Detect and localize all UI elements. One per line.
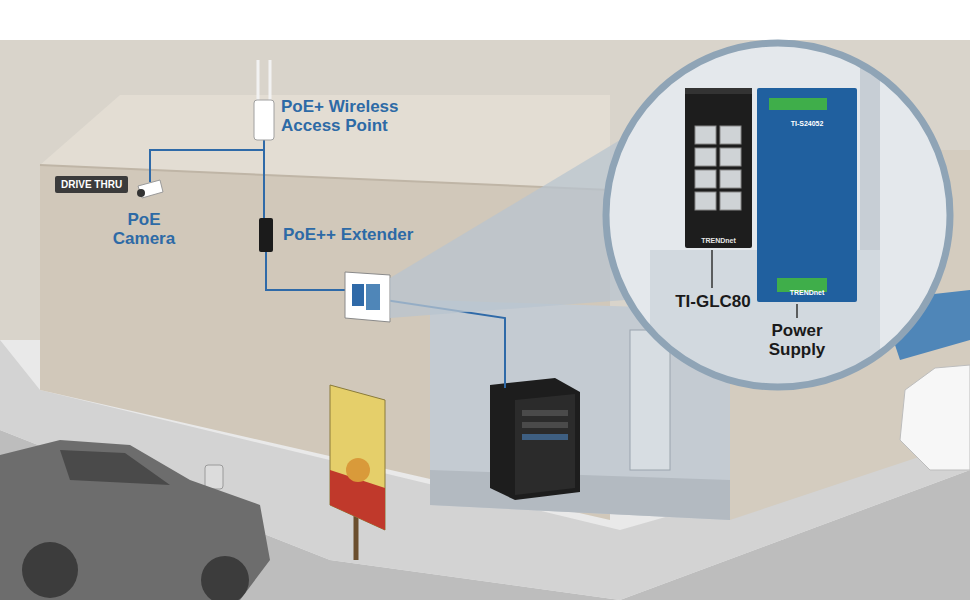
power-supply-device: TI-S24052TRENDnet (757, 88, 857, 302)
car-wheel (22, 542, 78, 598)
device-label: PoE Camera (104, 210, 184, 248)
leader-line (796, 304, 798, 318)
ethernet-port (695, 170, 716, 188)
switch-ports (685, 88, 752, 248)
switch-top (685, 88, 752, 94)
part-label: TI-GLC80 (668, 292, 758, 311)
node-text: DRIVE THRU (61, 179, 122, 190)
server-rack (490, 378, 580, 500)
node-text: TI-S24052 (791, 120, 824, 127)
mini-switch (352, 284, 364, 306)
zoom-wall (600, 40, 960, 400)
access-point-icon (254, 100, 274, 140)
ethernet-port (720, 170, 741, 188)
ethernet-port (720, 192, 741, 210)
ethernet-port (720, 148, 741, 166)
network-cable (266, 252, 350, 290)
car (900, 365, 970, 470)
rack-unit (522, 434, 568, 440)
switch-device: TRENDnet (685, 88, 752, 248)
antenna (269, 60, 272, 100)
ethernet-port (720, 126, 741, 144)
node-text: TRENDnet (701, 237, 736, 244)
rack-unit (522, 422, 568, 428)
ethernet-port (695, 192, 716, 210)
door (630, 330, 670, 470)
menu-board (330, 385, 385, 530)
drive-thru-sign: DRIVE THRU (55, 176, 128, 193)
device-label: PoE+ Wireless Access Point (281, 97, 431, 135)
network-cable (150, 150, 264, 182)
ethernet-port (695, 148, 716, 166)
extender-icon (259, 218, 273, 252)
antenna (257, 60, 260, 100)
wall-enclosure (345, 272, 390, 322)
burger-picture (346, 458, 370, 482)
car-wheel (201, 556, 249, 600)
rack-unit (522, 410, 568, 416)
ethernet-port (695, 126, 716, 144)
network-cable (263, 140, 265, 228)
order-post (205, 465, 223, 489)
terminal-block (769, 98, 827, 110)
zoom-ring (606, 43, 950, 387)
leader-line (711, 250, 713, 288)
device-label: PoE++ Extender (283, 225, 433, 244)
rack-front (515, 394, 575, 495)
node-text: TRENDnet (790, 289, 825, 296)
mini-power-supply (366, 284, 380, 310)
sky (0, 0, 970, 40)
zoom-wedge (390, 140, 625, 318)
car-window (60, 450, 170, 485)
part-label: Power Supply (752, 321, 842, 359)
camera-icon (138, 180, 163, 198)
camera-lens (137, 189, 145, 197)
